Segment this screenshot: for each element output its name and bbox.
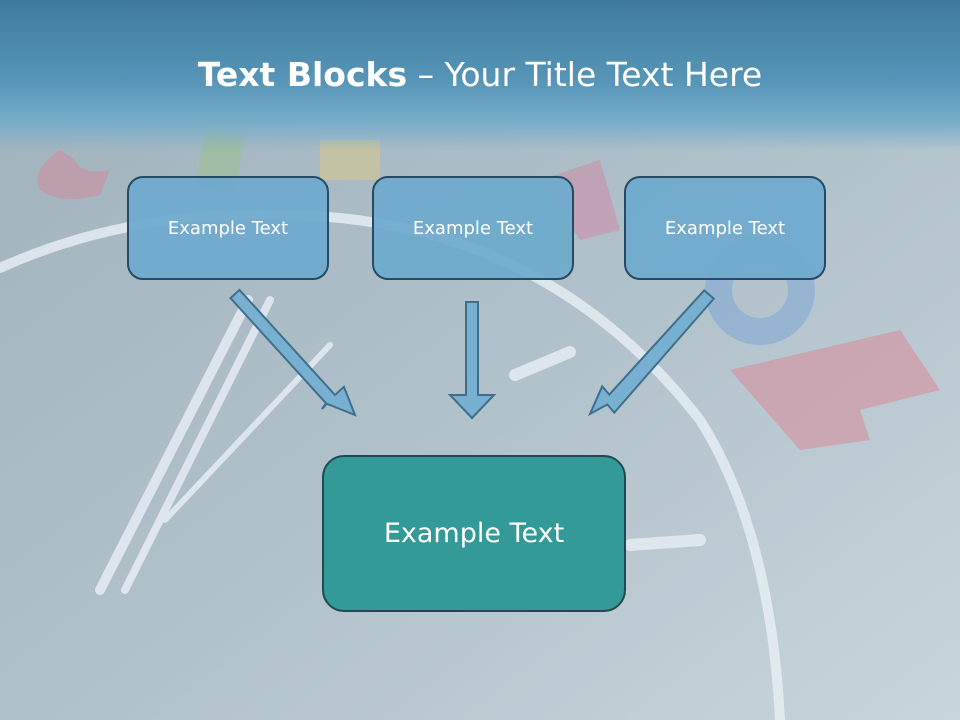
title-band (0, 0, 960, 150)
result-block[interactable]: Example Text (322, 455, 626, 612)
result-block-label: Example Text (383, 518, 565, 549)
text-block-2[interactable]: Example Text (372, 176, 574, 280)
text-block-3[interactable]: Example Text (624, 176, 826, 280)
text-block-1-label: Example Text (167, 217, 289, 239)
text-block-1[interactable]: Example Text (127, 176, 329, 280)
arrow-left (229, 288, 357, 417)
arrow-center (447, 301, 497, 420)
title-rest: – Your Title Text Here (407, 55, 763, 94)
arrow-right (587, 289, 716, 417)
text-block-2-label: Example Text (412, 217, 534, 239)
title-bold: Text Blocks (197, 55, 408, 94)
page-title: Text Blocks – Your Title Text Here (0, 52, 960, 98)
text-block-3-label: Example Text (664, 217, 786, 239)
